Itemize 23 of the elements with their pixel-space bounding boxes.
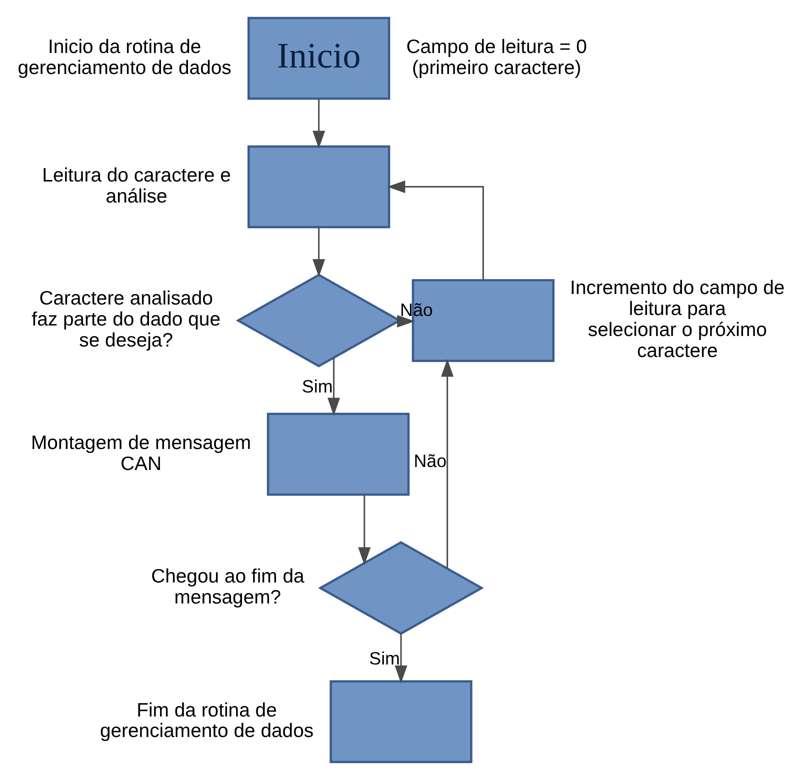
node-label: Leitura do caractere e análise (42, 164, 231, 208)
arrow (394, 634, 408, 684)
node-diamond (318, 541, 484, 635)
node-label: Fim da rotina de gerenciamento de dados (100, 699, 314, 742)
arrow (327, 358, 340, 416)
node-box: Inicio (247, 16, 390, 100)
node-label: Montagem de mensagem CAN (31, 432, 252, 475)
edge-label: Sim (302, 376, 333, 396)
node-label: Chegou ao fim da mensagem? (151, 566, 304, 609)
edge-label: Sim (369, 648, 400, 668)
arrow (358, 495, 371, 566)
edge-label: Não (414, 451, 447, 472)
node-box (330, 680, 472, 764)
arrow (312, 98, 326, 149)
node-label: Inicio da rotina de gerenciamento de dados (18, 36, 232, 79)
arrow (441, 358, 454, 568)
arrow (312, 228, 326, 278)
node-label: Incremento do campo de leitura para selecionar o próximo caractere (570, 277, 785, 362)
node-label: Campo de leitura = 0 (primeiro caractere) (406, 36, 587, 79)
node-box (247, 145, 390, 228)
node-box (266, 412, 410, 496)
arrow (387, 180, 484, 280)
node-label: Caractere analisado faz parte do dado que se deseja? (32, 288, 221, 352)
